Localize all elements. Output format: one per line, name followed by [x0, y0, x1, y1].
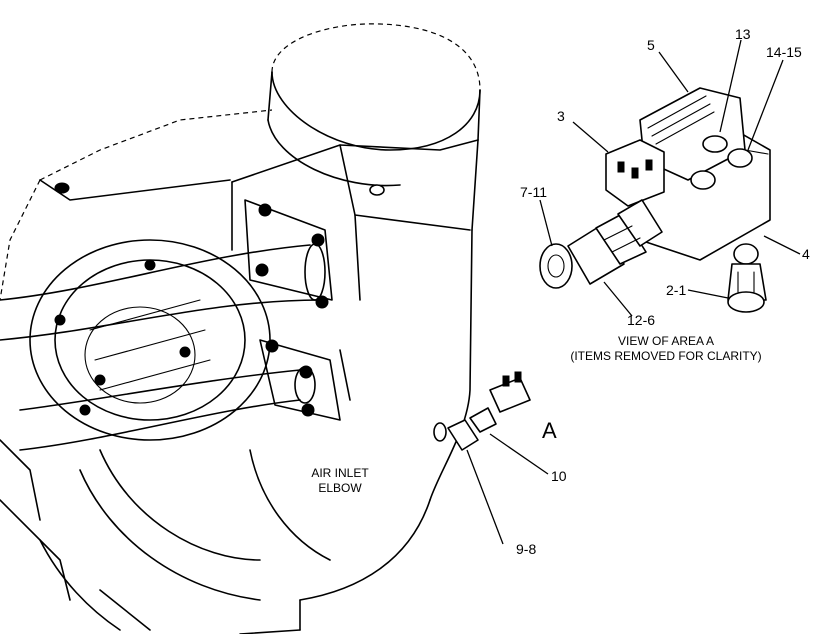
leader-lines — [466, 39, 801, 545]
elbow-label-line2: ELBOW — [318, 481, 362, 495]
fitting-detail — [539, 199, 663, 289]
callout-13: 13 — [735, 26, 751, 42]
callout-10: 10 — [551, 468, 567, 484]
crossover-tubes — [0, 243, 326, 451]
plug-detail — [727, 243, 767, 313]
view-caption-line1: VIEW OF AREA A — [617, 334, 715, 348]
outer-casing — [0, 109, 273, 631]
area-marker: A — [542, 418, 557, 443]
callout-7-11: 7-11 — [520, 184, 547, 200]
callout-3: 3 — [557, 108, 565, 124]
callout-9-8: 9-8 — [516, 541, 537, 557]
callout-5: 5 — [647, 37, 655, 53]
callout-12-6: 12-6 — [627, 312, 656, 328]
callout-4: 4 — [802, 246, 810, 262]
top-cylinder — [267, 23, 481, 196]
callout-2-1: 2-1 — [666, 282, 687, 298]
elbow-body — [231, 139, 479, 635]
elbow-sensor — [433, 371, 531, 451]
turbo-wheel — [29, 239, 271, 601]
callout-14-15: 14-15 — [766, 44, 802, 60]
elbow-label: AIR INLET ELBOW — [300, 466, 380, 496]
module-detail — [605, 87, 771, 261]
elbow-label-line1: AIR INLET — [311, 466, 369, 480]
mounting-flange — [244, 199, 341, 421]
view-caption-line2: (ITEMS REMOVED FOR CLARITY) — [570, 349, 762, 363]
view-caption: VIEW OF AREA A (ITEMS REMOVED FOR CLARIT… — [548, 334, 784, 364]
